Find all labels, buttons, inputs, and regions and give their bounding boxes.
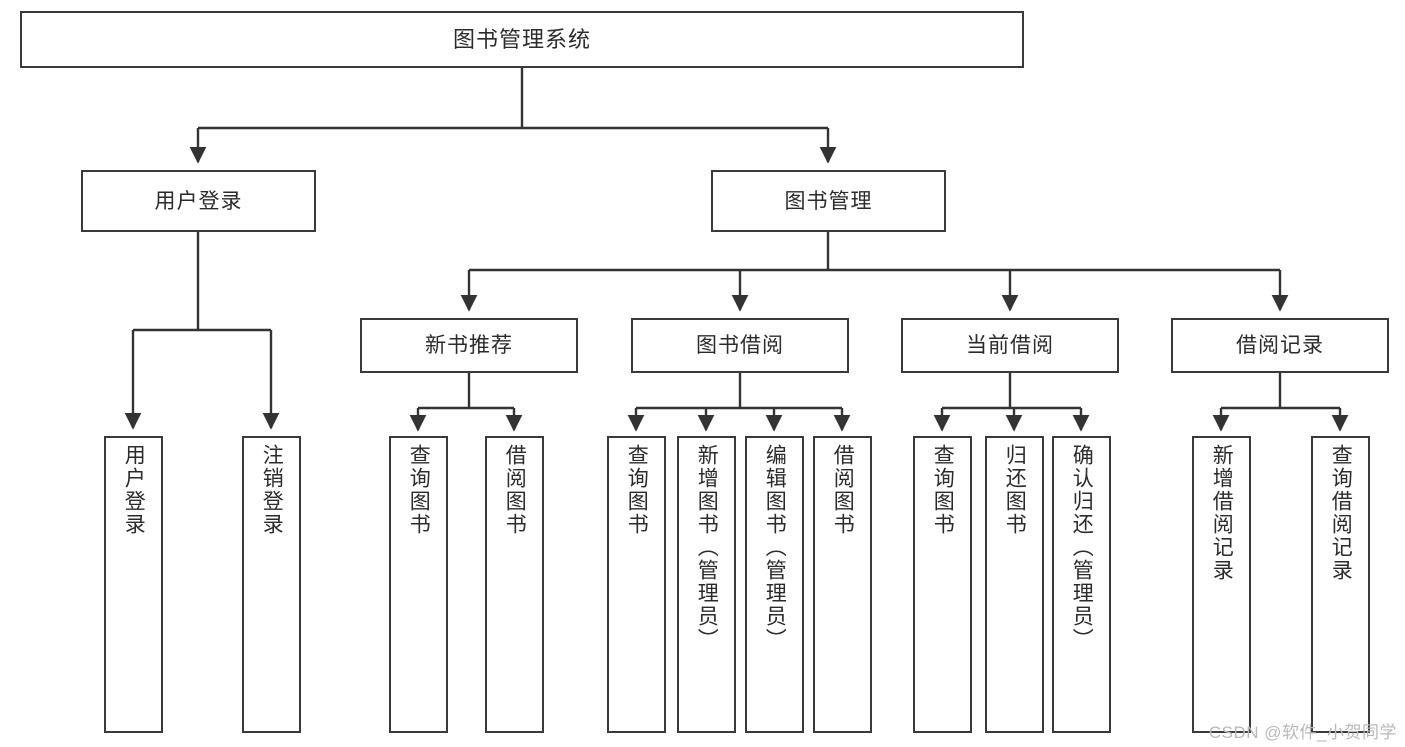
node-leaf-query-book-2-label: 查询图书 <box>625 444 649 536</box>
node-leaf-add-book[interactable]: 新增图书（管理员） <box>677 436 736 733</box>
node-root-label: 图书管理系统 <box>452 26 591 52</box>
node-user-login-label: 用户登录 <box>154 189 243 213</box>
node-leaf-user-logout-label: 注销登录 <box>260 444 284 536</box>
node-book-manage-label: 图书管理 <box>784 189 873 213</box>
node-leaf-confirm-return-label: 确认归还（管理员） <box>1070 444 1094 651</box>
node-user-login[interactable]: 用户登录 <box>81 170 316 232</box>
csdn-watermark: CSDN @软件_小贺同学 <box>1208 723 1397 742</box>
node-current-borrow-label: 当前借阅 <box>966 334 1054 357</box>
node-leaf-add-record-label: 新增借阅记录 <box>1210 444 1234 582</box>
node-borrow-record-label: 借阅记录 <box>1236 334 1324 357</box>
node-new-book-recommend[interactable]: 新书推荐 <box>360 318 578 373</box>
node-leaf-confirm-return[interactable]: 确认归还（管理员） <box>1052 436 1111 733</box>
node-leaf-return-book[interactable]: 归还图书 <box>985 436 1044 733</box>
node-book-borrow-label: 图书借阅 <box>696 334 784 357</box>
node-leaf-user-login-label: 用户登录 <box>122 444 146 536</box>
node-root[interactable]: 图书管理系统 <box>20 11 1024 68</box>
node-leaf-return-book-label: 归还图书 <box>1003 444 1027 536</box>
node-leaf-borrow-book-1[interactable]: 借阅图书 <box>485 436 544 733</box>
node-leaf-add-book-label: 新增图书（管理员） <box>695 444 719 651</box>
node-leaf-borrow-book-2-label: 借阅图书 <box>831 444 855 536</box>
node-leaf-query-book-3-label: 查询图书 <box>931 444 955 536</box>
node-book-manage[interactable]: 图书管理 <box>711 170 946 232</box>
node-leaf-edit-book[interactable]: 编辑图书（管理员） <box>745 436 804 733</box>
node-current-borrow[interactable]: 当前借阅 <box>901 318 1119 373</box>
node-leaf-query-book-2[interactable]: 查询图书 <box>607 436 666 733</box>
node-leaf-edit-book-label: 编辑图书（管理员） <box>763 444 787 651</box>
node-borrow-record[interactable]: 借阅记录 <box>1171 318 1389 373</box>
node-leaf-add-record[interactable]: 新增借阅记录 <box>1192 436 1251 733</box>
node-leaf-query-record[interactable]: 查询借阅记录 <box>1311 436 1370 733</box>
node-leaf-query-book-1[interactable]: 查询图书 <box>389 436 448 733</box>
node-leaf-user-logout[interactable]: 注销登录 <box>242 436 301 733</box>
node-leaf-query-book-1-label: 查询图书 <box>407 444 431 536</box>
node-new-book-recommend-label: 新书推荐 <box>425 334 513 357</box>
node-leaf-query-book-3[interactable]: 查询图书 <box>913 436 972 733</box>
node-book-borrow[interactable]: 图书借阅 <box>631 318 849 373</box>
node-leaf-query-record-label: 查询借阅记录 <box>1329 444 1353 582</box>
node-leaf-borrow-book-1-label: 借阅图书 <box>503 444 527 536</box>
node-leaf-user-login[interactable]: 用户登录 <box>104 436 163 733</box>
node-leaf-borrow-book-2[interactable]: 借阅图书 <box>813 436 872 733</box>
